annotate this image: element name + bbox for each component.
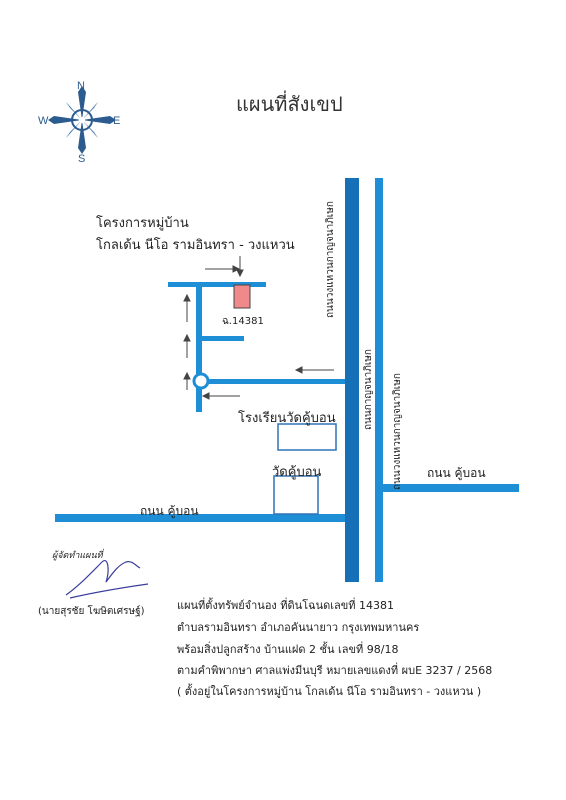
temple-building — [273, 475, 319, 515]
info-line-1: แผนที่ตั้งทรัพย์จำนอง ที่ดินโฉนดเลขที่ 1… — [177, 599, 395, 612]
ring-road-label-1: ถนนวงแหวนกาญจนาภิเษก — [325, 201, 336, 318]
kubon-road-label-left: ถนน คู้บอน — [140, 504, 199, 518]
temple-label: วัดคู้บอน — [272, 465, 322, 480]
compass-s: S — [78, 153, 85, 165]
compass-w: W — [38, 115, 49, 127]
kubon-road-label-right: ถนน คู้บอน — [427, 466, 486, 480]
school-label: โรงเรียนวัดคู้บอน — [238, 411, 336, 426]
project-name-line2: โกลเด้น นีโอ รามอินทรา - วงแหวน — [96, 238, 295, 253]
signature-name: (นายสุรชัย โฆษิตเศรษฐ์) — [38, 606, 145, 617]
plot-label: ฉ.14381 — [222, 316, 264, 327]
route-arrows — [183, 256, 334, 400]
compass-e: E — [113, 115, 120, 127]
compass-n: N — [77, 80, 85, 92]
info-line-4: ตามคำพิพากษา ศาลแพ่งมีนบุรี หมายเลขแดงที… — [177, 664, 493, 677]
local-road-label: ถนนกาญจนาภิเษก — [363, 349, 374, 430]
info-line-5: ( ตั้งอยู่ในโครงการหมู่บ้าน โกลเด้น นีโอ… — [177, 685, 482, 698]
ring-road-highway — [345, 178, 383, 582]
signature-mark — [65, 560, 149, 599]
property-plot — [233, 284, 251, 309]
info-line-2: ตำบลรามอินทรา อำเภอคันนายาว กรุงเทพมหานค… — [177, 621, 420, 634]
page-title: แผนที่สังเขป — [236, 92, 343, 116]
project-name-line1: โครงการหมู่บ้าน — [96, 216, 189, 231]
soi-roads — [168, 282, 345, 412]
compass-rose-icon: N E S W — [38, 80, 120, 165]
signature-caption: ผู้จัดทำแผนที่ — [52, 551, 103, 561]
ring-road-label-2: ถนนวงแหวนกาญจนาภิเษก — [392, 373, 403, 490]
info-line-3: พร้อมสิ่งปลูกสร้าง บ้านแฝด 2 ชั้น เลขที่… — [177, 643, 399, 656]
kubon-road — [55, 484, 519, 522]
school-building — [277, 423, 337, 451]
